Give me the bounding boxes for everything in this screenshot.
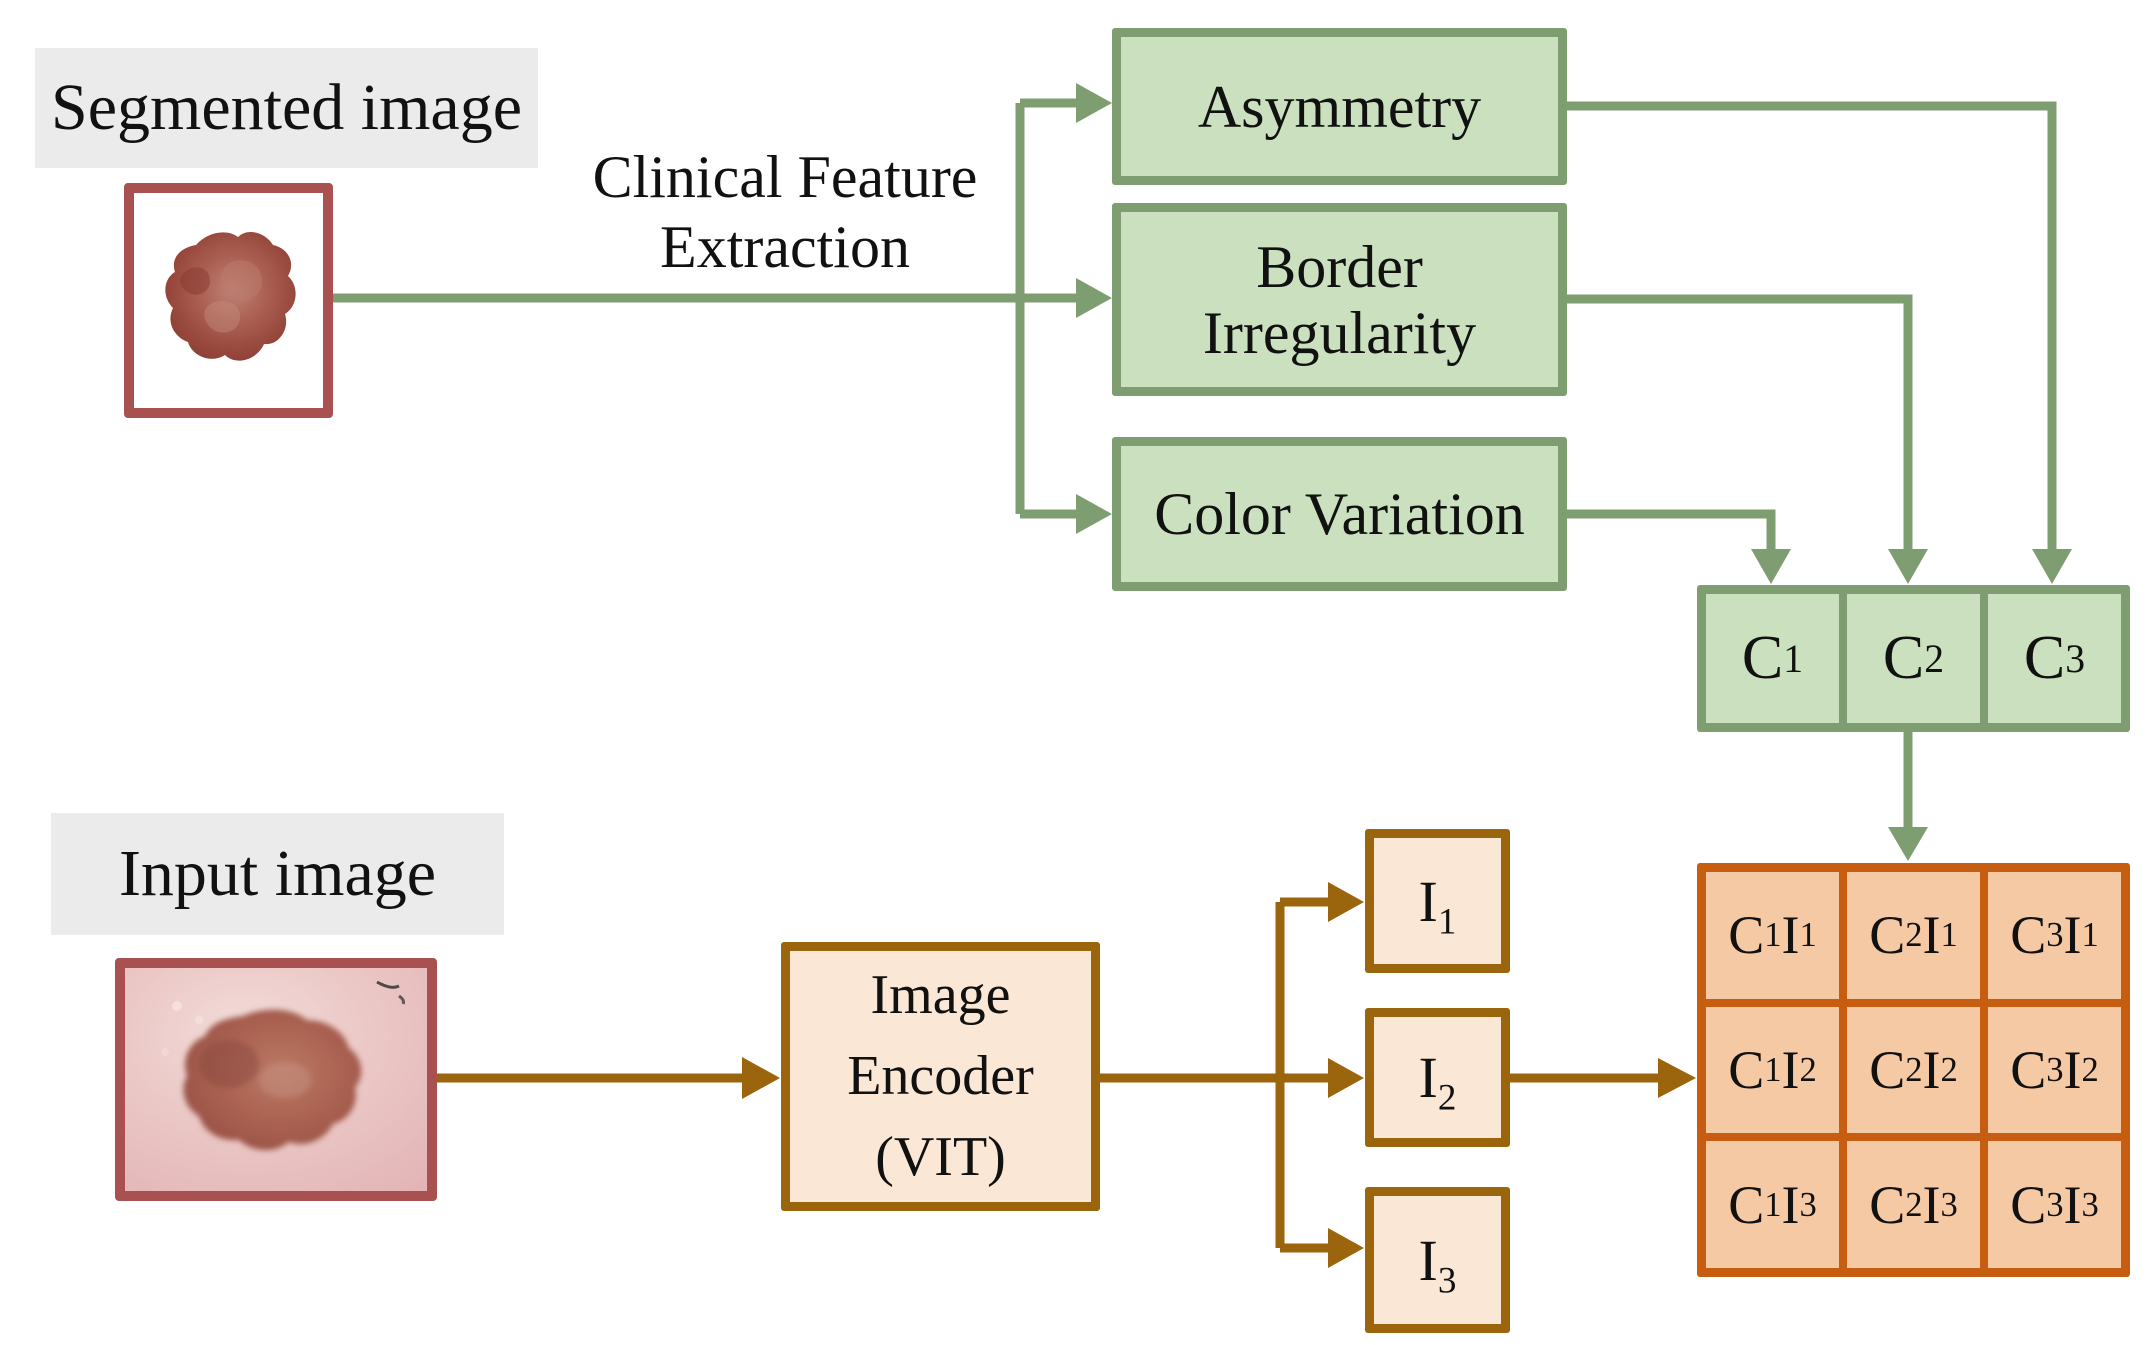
arrowhead-to-asymmetry: [1076, 83, 1112, 123]
input-image-label: Input image: [51, 813, 504, 935]
arrowhead-to-i3: [1328, 1228, 1364, 1268]
encoder-line2: Encoder: [847, 1044, 1034, 1107]
arrowhead-to-i2: [1328, 1058, 1364, 1098]
segmented-image-label-text: Segmented image: [50, 71, 523, 144]
c1-text: C: [1741, 624, 1784, 692]
border-irregularity-line1: Border: [1256, 233, 1423, 300]
asymmetry-box: Asymmetry: [1112, 28, 1567, 185]
hair-artifact: [376, 980, 400, 989]
clinical-feature-line1: Clinical Feature: [592, 144, 978, 210]
segmented-image-label: Segmented image: [35, 48, 538, 168]
i2-box: I2: [1365, 1008, 1510, 1147]
image-encoder-box: Image Encoder (VIT): [781, 942, 1100, 1211]
arrow-color-to-c1: [1567, 509, 1776, 551]
clinical-feature-line2: Extraction: [660, 214, 910, 281]
encoder-line3: (VIT): [875, 1126, 1006, 1189]
segmented-image: [124, 183, 333, 418]
color-variation-label: Color Variation: [1154, 481, 1525, 547]
color-variation-box: Color Variation: [1112, 437, 1567, 591]
c3-text: C: [2023, 624, 2066, 692]
i1-box: I1: [1365, 829, 1510, 973]
segmented-lesion-picture: [134, 193, 323, 408]
i3-box: I3: [1365, 1187, 1510, 1333]
arrow-border-to-c2: [1567, 294, 1913, 551]
input-lesion-picture: [125, 968, 427, 1191]
i1-label: I1: [1418, 868, 1457, 943]
encoder-line1: Image: [870, 963, 1011, 1026]
arrowhead-to-border-irregularity: [1076, 278, 1112, 318]
i2-label: I2: [1418, 1045, 1457, 1119]
i3-label: I3: [1418, 1227, 1457, 1302]
c2-text: C: [1882, 624, 1925, 692]
input-image: [115, 958, 437, 1201]
asymmetry-label: Asymmetry: [1197, 73, 1482, 140]
border-irregularity-line2: Irregularity: [1202, 299, 1477, 366]
input-image-label-text: Input image: [118, 837, 437, 910]
arrow-asymmetry-to-c3: [1567, 101, 2057, 551]
border-irregularity-box: Border Irregularity: [1112, 203, 1567, 396]
arrowhead-to-color-variation: [1076, 494, 1112, 534]
arrowhead-to-i1: [1328, 882, 1364, 922]
clinical-feature-extraction-label: Clinical Feature Extraction: [500, 142, 1070, 282]
